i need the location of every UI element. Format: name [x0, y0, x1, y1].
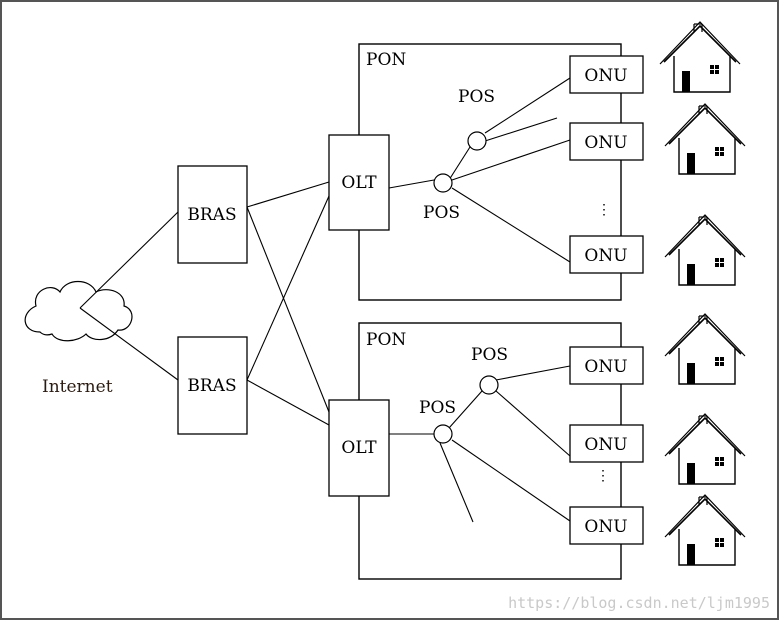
house-icon [664, 413, 746, 485]
internet-label: Internet [42, 377, 113, 397]
pos-label-top-a: POS [458, 87, 495, 107]
house-icon [664, 103, 746, 175]
connection-lines [79, 77, 571, 523]
pos-splitter-bottom-b [433, 424, 453, 444]
ellipsis-top: ⋮ [597, 202, 611, 218]
pon-label-top: PON [366, 50, 406, 70]
onu-box-bottom-2 [569, 424, 644, 463]
pon-label-bottom: PON [366, 330, 406, 350]
olt-label-top: OLT [341, 173, 377, 193]
pos-splitter-top-a [467, 131, 487, 151]
bras-label-bottom: BRAS [187, 376, 236, 396]
onu-box-top-2 [569, 122, 644, 161]
onu-box-bottom-3 [569, 506, 644, 545]
onu-label-bottom-1: ONU [584, 357, 627, 377]
olt-label-bottom: OLT [341, 438, 377, 458]
onu-label-top-1: ONU [584, 66, 627, 86]
pos-label-bottom-b: POS [419, 398, 456, 418]
house-icon [664, 313, 746, 385]
house-icon [659, 21, 741, 93]
pos-label-bottom-a: POS [471, 345, 508, 365]
ellipsis-bottom: ⋮ [596, 468, 610, 484]
house-icon [664, 214, 746, 286]
onu-box-top-1 [569, 55, 644, 94]
bras-box-top [177, 165, 248, 264]
onu-label-top-3: ONU [584, 246, 627, 266]
olt-box-bottom [328, 399, 390, 497]
bras-box-bottom [177, 336, 248, 435]
watermark-text: https://blog.csdn.net/ljm1995 [508, 594, 770, 612]
onu-label-top-2: ONU [584, 133, 627, 153]
onu-label-bottom-2: ONU [584, 435, 627, 455]
pos-splitter-bottom-a [479, 375, 499, 395]
house-icon [664, 494, 746, 566]
onu-label-bottom-3: ONU [584, 517, 627, 537]
bras-label-top: BRAS [187, 205, 236, 225]
olt-box-top [328, 134, 390, 231]
onu-box-top-3 [569, 235, 644, 274]
onu-box-bottom-1 [569, 346, 644, 385]
pos-label-top-b: POS [423, 203, 460, 223]
internet-cloud-icon [24, 280, 133, 342]
pos-splitter-top-b [433, 173, 453, 193]
